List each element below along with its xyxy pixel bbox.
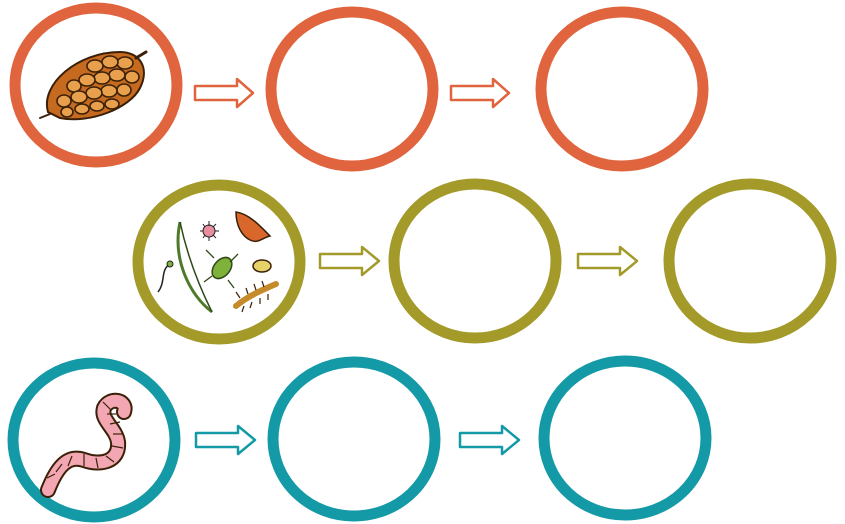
earthworm-row <box>7 355 712 523</box>
row2-circle-3 <box>663 178 837 344</box>
row3-circle-2 <box>267 356 441 522</box>
row1-arrow-1-icon <box>193 77 255 109</box>
row1-arrow-2-icon <box>449 77 511 109</box>
row1-circle-2 <box>265 6 439 172</box>
nematode-icon <box>157 263 171 293</box>
row3-arrow-1-icon <box>194 424 257 456</box>
pill-bug-icon <box>252 259 272 273</box>
row3-arrow-2-icon <box>458 424 521 456</box>
row2-circle-2 <box>388 178 562 344</box>
pine-cone-icon <box>39 50 148 121</box>
row3-circle-1 <box>7 357 181 523</box>
row1-circle-3 <box>535 6 709 172</box>
pine-cone-row <box>9 2 709 172</box>
leaf-bug-icon <box>235 211 272 243</box>
row3-circle-3 <box>538 355 712 521</box>
row2-circle-1 <box>132 179 306 345</box>
mite-icon <box>200 221 219 241</box>
centipede-icon <box>233 280 279 313</box>
soil-organisms-row <box>132 178 837 345</box>
row1-circle-1 <box>9 2 183 168</box>
row2-arrow-2-icon <box>576 245 639 277</box>
soil-organisms-icon <box>157 211 279 314</box>
earthworm-icon <box>40 392 133 498</box>
aphid-icon <box>203 249 239 289</box>
row2-arrow-1-icon <box>318 245 381 277</box>
